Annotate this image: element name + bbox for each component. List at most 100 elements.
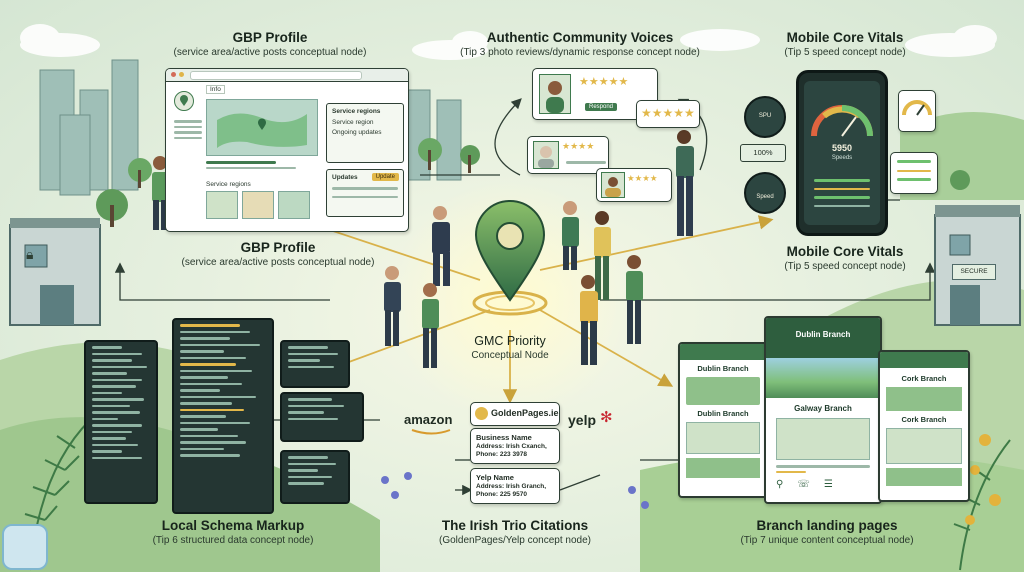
- speed-score-label: Speeds: [831, 155, 853, 161]
- schema-title: Local Schema Markup: [161, 518, 305, 533]
- address-bar[interactable]: [190, 71, 362, 80]
- branches-label: Branch landing pages (Tip 7 unique conte…: [712, 518, 942, 546]
- speed-gauge-icon: [811, 105, 873, 137]
- vitals-mid-label: Mobile Core Vitals (Tip 5 speed concept …: [770, 244, 920, 272]
- branches-subtitle: (Tip 7 unique content conceptual node): [740, 535, 914, 546]
- star-rating-icon: ★★★★★: [579, 76, 629, 88]
- goldenpages-label: GoldenPages.ie: [491, 408, 559, 418]
- citation-business-name: Business Name: [476, 433, 532, 442]
- star-rating-icon: ★★★★★: [641, 106, 695, 120]
- branch-title: Dublin Branch: [697, 364, 749, 373]
- center-title: GMC Priority: [474, 334, 546, 348]
- cloud-shapes: [20, 24, 997, 60]
- secure-sign: SECURE: [952, 264, 996, 280]
- citation-yelp-phone: Phone: 225 9570: [476, 491, 527, 498]
- update-button[interactable]: Update: [371, 173, 399, 181]
- service-regions-small-label: Service regions: [206, 181, 251, 188]
- schema-label: Local Schema Markup (Tip 6 structured da…: [128, 518, 338, 546]
- branch-page-center: Dublin Branch Galway Branch ⚲☏☰: [764, 316, 882, 504]
- branch-header: Dublin Branch: [766, 318, 880, 358]
- metrics-card: [890, 152, 938, 194]
- updates-title: Updates: [332, 174, 358, 181]
- mini-map: [206, 191, 238, 219]
- ongoing-updates-item[interactable]: Ongoing updates: [332, 129, 382, 136]
- avatar: [533, 141, 559, 169]
- percent-badge: 100%: [740, 144, 786, 162]
- lock-icon: 🔒︎: [26, 246, 34, 262]
- browser-titlebar: [166, 69, 408, 82]
- service-regions-panel: Service regions Service region Ongoing u…: [326, 103, 404, 163]
- citation-card-business: Business Name Address: Irish Cxanch, Pho…: [470, 428, 560, 464]
- speed-score: 5950: [831, 143, 853, 153]
- citation-yelp-address: Address: Irish Granch,: [476, 483, 547, 490]
- branch-title: Cork Branch: [901, 374, 947, 383]
- review-card-small: ★★★★: [596, 168, 672, 202]
- yelp-burst-icon: ✻: [600, 409, 613, 426]
- citations-title: The Irish Trio Citations: [441, 518, 589, 533]
- citation-business-address: Address: Irish Cxanch,: [476, 443, 547, 450]
- code-snippet-1: [280, 340, 350, 388]
- city-buildings: [39, 59, 462, 196]
- vitals-mid-subtitle: (Tip 5 speed concept node): [784, 261, 906, 272]
- branch-title: Galway Branch: [794, 404, 852, 413]
- respond-button[interactable]: Respond: [585, 103, 618, 111]
- branch-title: Dublin Branch: [795, 330, 851, 339]
- citation-yelp-name: Yelp Name: [476, 473, 514, 482]
- code-panel-outer: [84, 340, 158, 504]
- gauge-card: [898, 90, 936, 132]
- updates-panel: Updates Update: [326, 169, 404, 217]
- flower-shapes: [965, 434, 1001, 525]
- voices-subtitle: (Tip 3 photo reviews/dynamic response co…: [460, 47, 700, 58]
- code-panel-main: [172, 318, 274, 514]
- spu-gauge-icon: SPU: [744, 96, 786, 138]
- code-snippet-2: [280, 392, 364, 442]
- bluebell-shapes: [381, 472, 649, 509]
- gbp-top-title: GBP Profile: [232, 30, 308, 45]
- yelp-logo: yelp: [568, 412, 597, 428]
- citations-label: The Irish Trio Citations (GoldenPages/Ye…: [420, 518, 610, 546]
- branch-title: Cork Branch: [901, 415, 947, 424]
- vitals-top-label: Mobile Core Vitals (Tip 5 speed concept …: [770, 30, 920, 58]
- review-card-photo: ★★★★★ Respond: [532, 68, 658, 120]
- citation-card-yelp: Yelp Name Address: Irish Granch, Phone: …: [470, 468, 560, 504]
- goldenpages-logo-card: GoldenPages.ie: [470, 402, 560, 426]
- window-dot-icon: [171, 72, 176, 77]
- profile-pin-icon: [174, 91, 194, 111]
- code-snippet-3: [280, 450, 350, 504]
- amazon-logo: amazon: [404, 412, 453, 427]
- people-figures: [152, 130, 694, 368]
- vitals-mid-title: Mobile Core Vitals: [786, 244, 904, 259]
- star-rating-icon: ★★★★: [562, 141, 595, 151]
- branches-title: Branch landing pages: [756, 518, 898, 533]
- contact-icons: ⚲☏☰: [776, 479, 847, 490]
- avatar: [539, 74, 571, 114]
- review-stars-card: ★★★★★: [636, 100, 700, 128]
- service-regions-title: Service regions: [332, 108, 381, 115]
- tab-info[interactable]: Info: [206, 85, 225, 94]
- location-pin-icon: [472, 200, 548, 316]
- citations-subtitle: (GoldenPages/Yelp concept node): [439, 535, 591, 546]
- amazon-smile-icon: [411, 429, 451, 435]
- vitals-top-subtitle: (Tip 5 speed concept node): [784, 47, 906, 58]
- goldenpages-icon: [475, 407, 488, 420]
- center-subtitle: Conceptual Node: [471, 350, 549, 361]
- phone-mockup: 5950 Speeds: [796, 70, 888, 236]
- review-card-elder: ★★★★: [527, 136, 609, 174]
- window-dot-icon: [179, 72, 184, 77]
- branch-page-cork: Cork Branch Cork Branch: [878, 350, 970, 502]
- star-rating-icon: ★★★★: [627, 173, 658, 183]
- avatar: [601, 172, 625, 198]
- gauge-icon: [902, 100, 932, 116]
- mini-map: [278, 191, 310, 219]
- service-region-item[interactable]: Service region: [332, 119, 374, 126]
- center-label: GMC Priority Conceptual Node: [450, 334, 570, 361]
- gbp-top-label: GBP Profile (service area/active posts c…: [150, 30, 390, 58]
- speed-dial-icon: Speed: [744, 172, 786, 214]
- mini-map: [242, 191, 274, 219]
- gbp-mid-title: GBP Profile: [240, 240, 316, 255]
- gbp-mid-label: GBP Profile (service area/active posts c…: [148, 240, 408, 268]
- corner-logo-icon: [2, 524, 48, 570]
- gbp-mid-subtitle: (service area/active posts conceptual no…: [181, 257, 375, 268]
- branch-title: Dublin Branch: [697, 409, 749, 418]
